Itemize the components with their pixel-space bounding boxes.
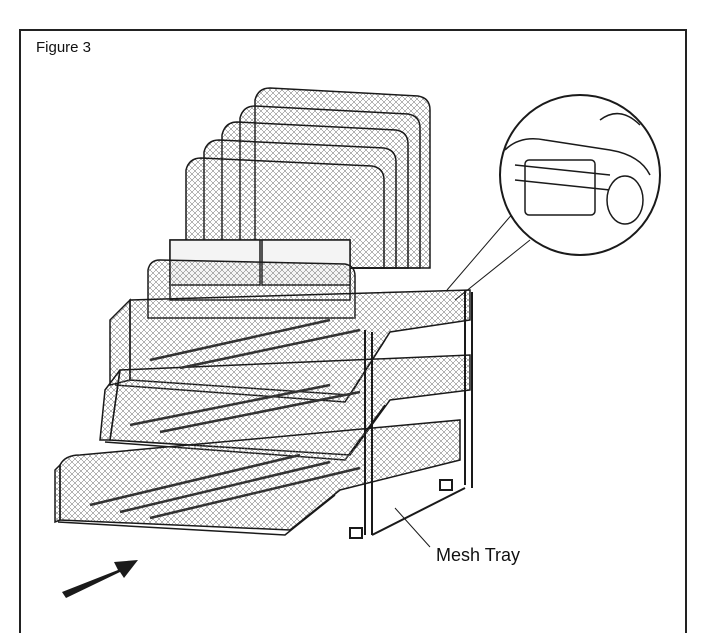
detail-magnifier [446,94,661,301]
support-frame [349,290,473,539]
insertion-arrow-icon [62,560,138,598]
figure-title: Figure 3 [36,39,92,56]
figure-frame [19,29,687,633]
mesh-tray-callout: Mesh Tray [436,545,521,565]
file-sorter [185,87,431,269]
callout-leader [394,507,431,548]
accessory-tray [147,239,356,319]
tray-rungs [89,318,361,520]
